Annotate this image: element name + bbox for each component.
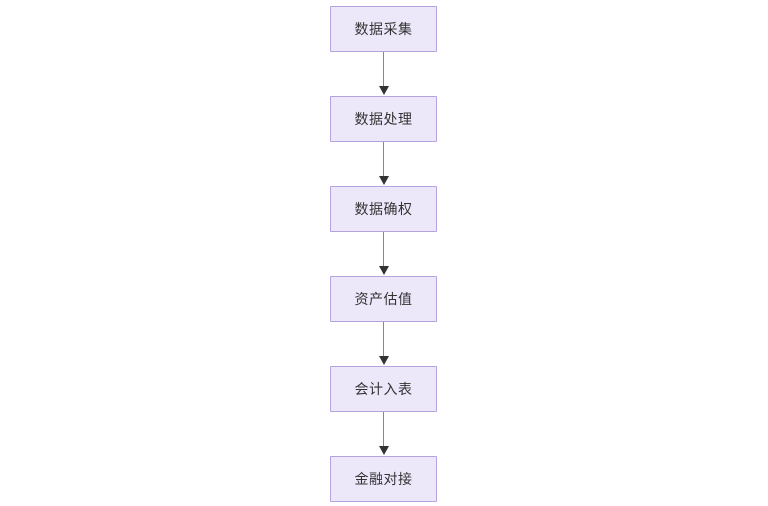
flowchart-node-n6[interactable]: 金融对接 [330,456,437,502]
arrow-down-icon [378,176,389,185]
flowchart-edge-n5-n6 [330,412,437,456]
arrow-down-icon [378,86,389,95]
edge-line [382,52,385,88]
flowchart-edge-n3-n4 [330,232,437,276]
flowchart-edge-n4-n5 [330,322,437,366]
flowchart-node-label: 数据处理 [354,111,413,127]
flowchart-node-label: 数据确权 [354,201,413,217]
flowchart-node-n4[interactable]: 资产估值 [330,276,437,322]
flowchart-node-n3[interactable]: 数据确权 [330,186,437,232]
flowchart-node-label: 数据采集 [354,21,413,37]
edge-line [382,142,385,178]
flowchart-node-chain: 数据采集 数据处理 数据确权 资产估值 [330,6,437,502]
flowchart-node-label: 资产估值 [354,291,413,307]
arrow-down-icon [378,266,389,275]
edge-line [382,232,385,268]
flowchart-node-label: 会计入表 [354,381,413,397]
flowchart-node-n5[interactable]: 会计入表 [330,366,437,412]
arrow-down-icon [378,446,389,455]
flowchart-edge-n1-n2 [330,52,437,96]
edge-line [382,412,385,448]
edge-line [382,322,385,358]
flowchart-node-n2[interactable]: 数据处理 [330,96,437,142]
arrow-down-icon [378,356,389,365]
flowchart-node-n1[interactable]: 数据采集 [330,6,437,52]
flowchart-node-label: 金融对接 [354,471,413,487]
flowchart-edge-n2-n3 [330,142,437,186]
